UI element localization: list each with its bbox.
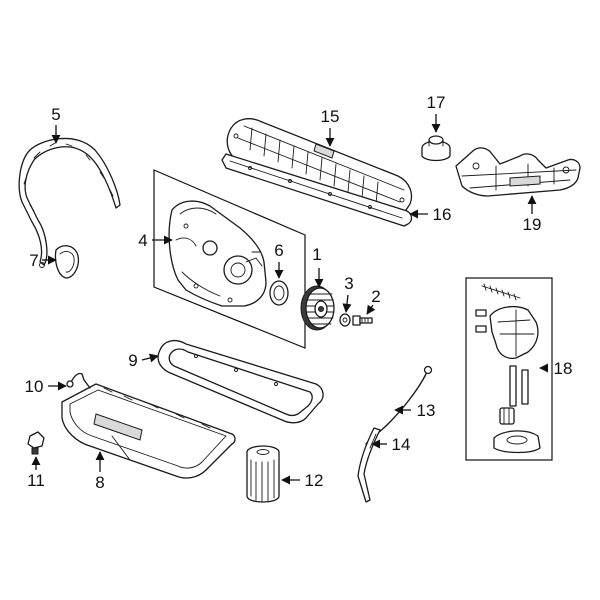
callout-17-label: 17 xyxy=(427,93,446,112)
callout-15: 15 xyxy=(321,107,340,147)
callout-4-label: 4 xyxy=(138,231,147,250)
callout-16: 16 xyxy=(409,205,452,224)
callout-3: 3 xyxy=(342,274,354,313)
dipstick-bracket-part xyxy=(66,372,91,389)
dipstick-tube-part xyxy=(357,427,381,503)
callout-2: 2 xyxy=(366,287,381,315)
callout-8-label: 8 xyxy=(95,473,104,492)
callout-1: 1 xyxy=(312,245,324,288)
callout-6: 6 xyxy=(274,241,284,279)
callout-12-label: 12 xyxy=(305,471,324,490)
timing-cover-gasket-part xyxy=(18,137,121,268)
callout-10-label: 10 xyxy=(25,377,44,396)
washer-part xyxy=(339,313,351,327)
callout-15-label: 15 xyxy=(321,107,340,126)
callout-5: 5 xyxy=(51,105,61,144)
callout-11-label: 11 xyxy=(27,471,45,490)
oil-pump-assembly-part xyxy=(475,283,541,454)
callout-1-label: 1 xyxy=(312,245,321,264)
timing-cover-part xyxy=(168,200,267,307)
callout-16-label: 16 xyxy=(433,205,452,224)
callout-17: 17 xyxy=(427,93,446,133)
callout-19-label: 19 xyxy=(523,215,542,234)
callout-12: 12 xyxy=(281,471,324,490)
oil-filter-part xyxy=(246,445,280,503)
crankshaft-seal-part xyxy=(54,245,80,279)
callout-13-label: 13 xyxy=(417,401,436,420)
oil-filler-cap-part xyxy=(421,135,451,162)
callout-10: 10 xyxy=(25,377,67,396)
callout-11: 11 xyxy=(27,456,45,490)
oil-pump-group-frame xyxy=(465,277,553,461)
callout-6-label: 6 xyxy=(274,241,283,260)
valve-cover-housing-part xyxy=(455,147,581,197)
callout-19: 19 xyxy=(523,195,542,234)
damper-bolt-part xyxy=(352,315,373,326)
front-seal-part xyxy=(269,280,289,306)
callout-2-label: 2 xyxy=(371,287,380,306)
vibration-damper-part xyxy=(300,285,335,331)
callout-7-label: 7 xyxy=(29,251,38,270)
callout-9: 9 xyxy=(128,351,159,370)
oil-pan-gasket-part xyxy=(157,339,324,424)
callout-7: 7 xyxy=(29,251,57,270)
callout-9-label: 9 xyxy=(128,351,137,370)
callout-18: 18 xyxy=(539,359,573,378)
callout-14: 14 xyxy=(371,435,411,454)
callout-5-label: 5 xyxy=(51,105,60,124)
oil-pan-part xyxy=(61,383,236,479)
callout-8: 8 xyxy=(95,451,105,492)
callout-3-label: 3 xyxy=(344,274,353,293)
callout-14-label: 14 xyxy=(392,435,411,454)
timing-cover-group-frame xyxy=(153,169,306,349)
callout-18-label: 18 xyxy=(554,359,573,378)
callout-13: 13 xyxy=(394,401,436,420)
callout-4: 4 xyxy=(138,231,173,250)
drain-plug-part xyxy=(27,431,45,455)
